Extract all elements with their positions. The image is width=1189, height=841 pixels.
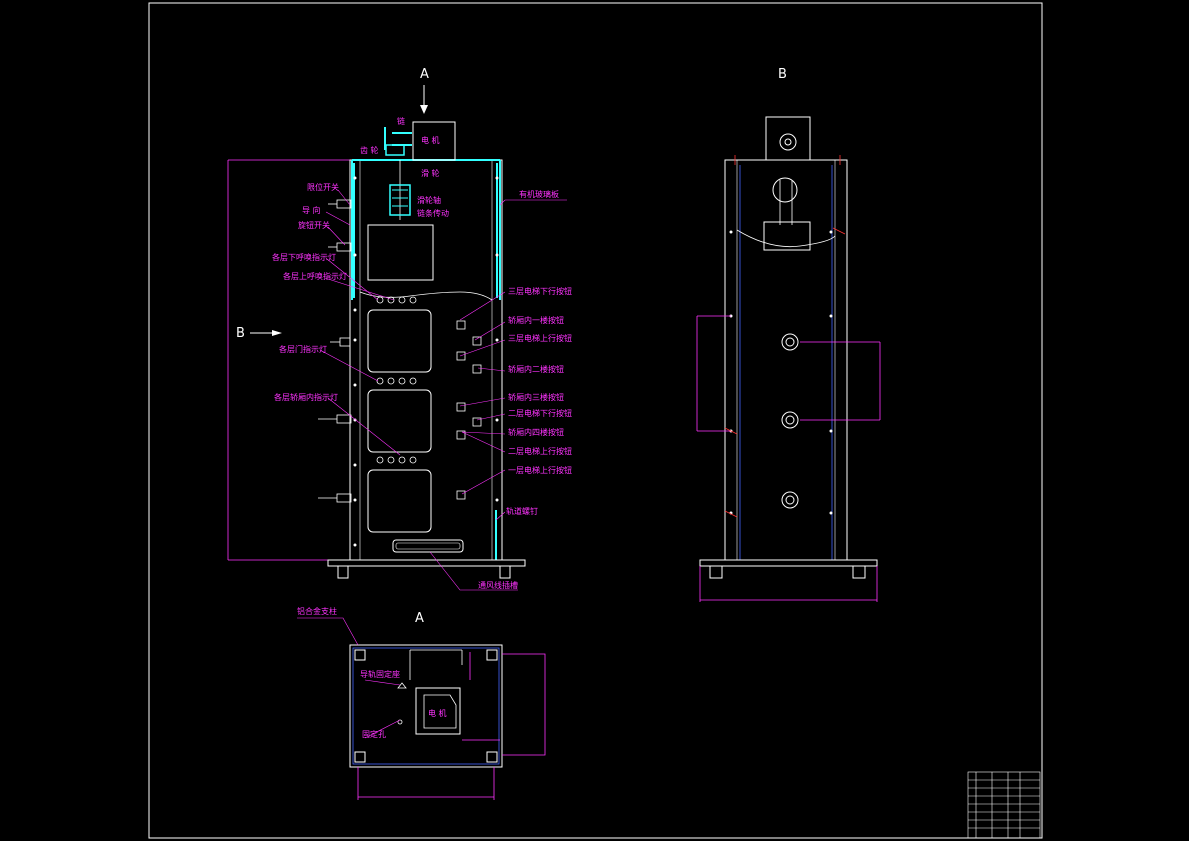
door-lamp-label: 各层门指示灯	[279, 344, 327, 354]
elevator-car	[367, 224, 434, 281]
up-call-lamp-label: 各层上呼唤指示灯	[283, 271, 347, 281]
motor-housing	[412, 121, 456, 161]
floor-window-2	[367, 389, 432, 453]
pulley-shaft-label: 滑轮轴	[417, 195, 441, 205]
ventilation-slot	[392, 539, 464, 553]
wire-slot-label: 通风线插槽	[478, 580, 518, 590]
car-floor1-button-label: 轿厢内一楼按钮	[508, 315, 564, 325]
car-floor4-button-label: 轿厢内四楼按钮	[508, 427, 564, 437]
down-call-lamp-label: 各层下呼唤指示灯	[272, 252, 336, 262]
view-b-arrow-label: B	[236, 326, 245, 341]
acrylic-panel-label: 有机玻璃板	[519, 189, 559, 199]
car-floor2-button-label: 轿厢内二楼按钮	[508, 364, 564, 374]
floor2-up-button-label: 二层电梯上行按钮	[508, 446, 572, 456]
front-view-labels: A B 限位开关 导 向 旋钮开关 各层下呼唤指示灯 各层上呼唤指示灯 各层门指…	[236, 67, 572, 590]
mount-hole-label: 固定孔	[362, 729, 386, 739]
car-floor3-button-label: 轿厢内三楼按钮	[508, 392, 564, 402]
chain-drive-label: 链条传动	[417, 208, 449, 218]
side-view-b	[696, 116, 881, 602]
front-height-dimension	[227, 159, 350, 561]
floor-window-3	[367, 309, 432, 373]
car-lamp-label: 各层轿厢内指示灯	[274, 392, 338, 402]
floor2-down-button-label: 二层电梯下行按钮	[508, 408, 572, 418]
gear-label: 齿 轮	[360, 145, 379, 155]
cabinet-body	[349, 159, 503, 561]
plan-motor	[415, 687, 461, 735]
cabinet-base	[327, 559, 526, 567]
aluminum-post-label: 铝合金支柱	[297, 606, 337, 616]
pulley-label: 滑 轮	[421, 168, 440, 178]
guide-label: 导 向	[302, 205, 321, 215]
plan-view-a	[297, 617, 546, 800]
title-block	[967, 771, 1041, 839]
view-a-arrow-label: A	[420, 67, 429, 82]
plan-motor-label: 电 机	[428, 708, 447, 718]
rotary-switch-label: 旋钮开关	[298, 220, 330, 230]
floor-window-1	[367, 469, 432, 533]
rail-mount-label: 导轨固定座	[360, 669, 400, 679]
limit-switch-label: 限位开关	[307, 182, 339, 192]
plan-dimensions	[357, 652, 546, 800]
side-dimensions	[696, 315, 881, 602]
plan-outline	[349, 644, 503, 768]
motor-label: 电 机	[421, 135, 440, 145]
top-bracket	[765, 116, 811, 161]
floor1-up-button-label: 一层电梯上行按钮	[508, 465, 572, 475]
glass-panel-outline	[351, 159, 501, 300]
front-view	[227, 85, 567, 591]
plan-view-labels: A 铝合金支柱 导轨固定座 电 机 固定孔	[297, 606, 447, 739]
floor3-up-button-label: 三层电梯上行按钮	[508, 333, 572, 343]
view-a-title: A	[415, 611, 424, 626]
drawing-border	[148, 2, 1043, 839]
floor3-down-button-label: 三层电梯下行按钮	[508, 286, 572, 296]
chain-label: 链	[397, 116, 405, 126]
view-b-title: B	[778, 67, 787, 82]
side-base	[699, 559, 878, 567]
rail-screw-label: 轨道螺钉	[506, 506, 538, 516]
